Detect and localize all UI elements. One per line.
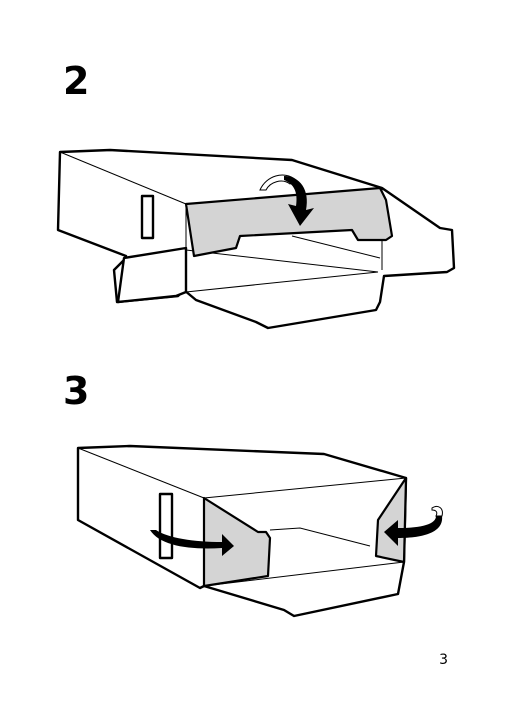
box-fold-back-flap-in-icon: [56, 148, 456, 330]
box-fold-side-flaps-in-icon: [76, 444, 443, 618]
page-number: 3: [439, 652, 448, 668]
step-number-2: 2: [63, 59, 90, 103]
step-number-3: 3: [63, 369, 90, 413]
